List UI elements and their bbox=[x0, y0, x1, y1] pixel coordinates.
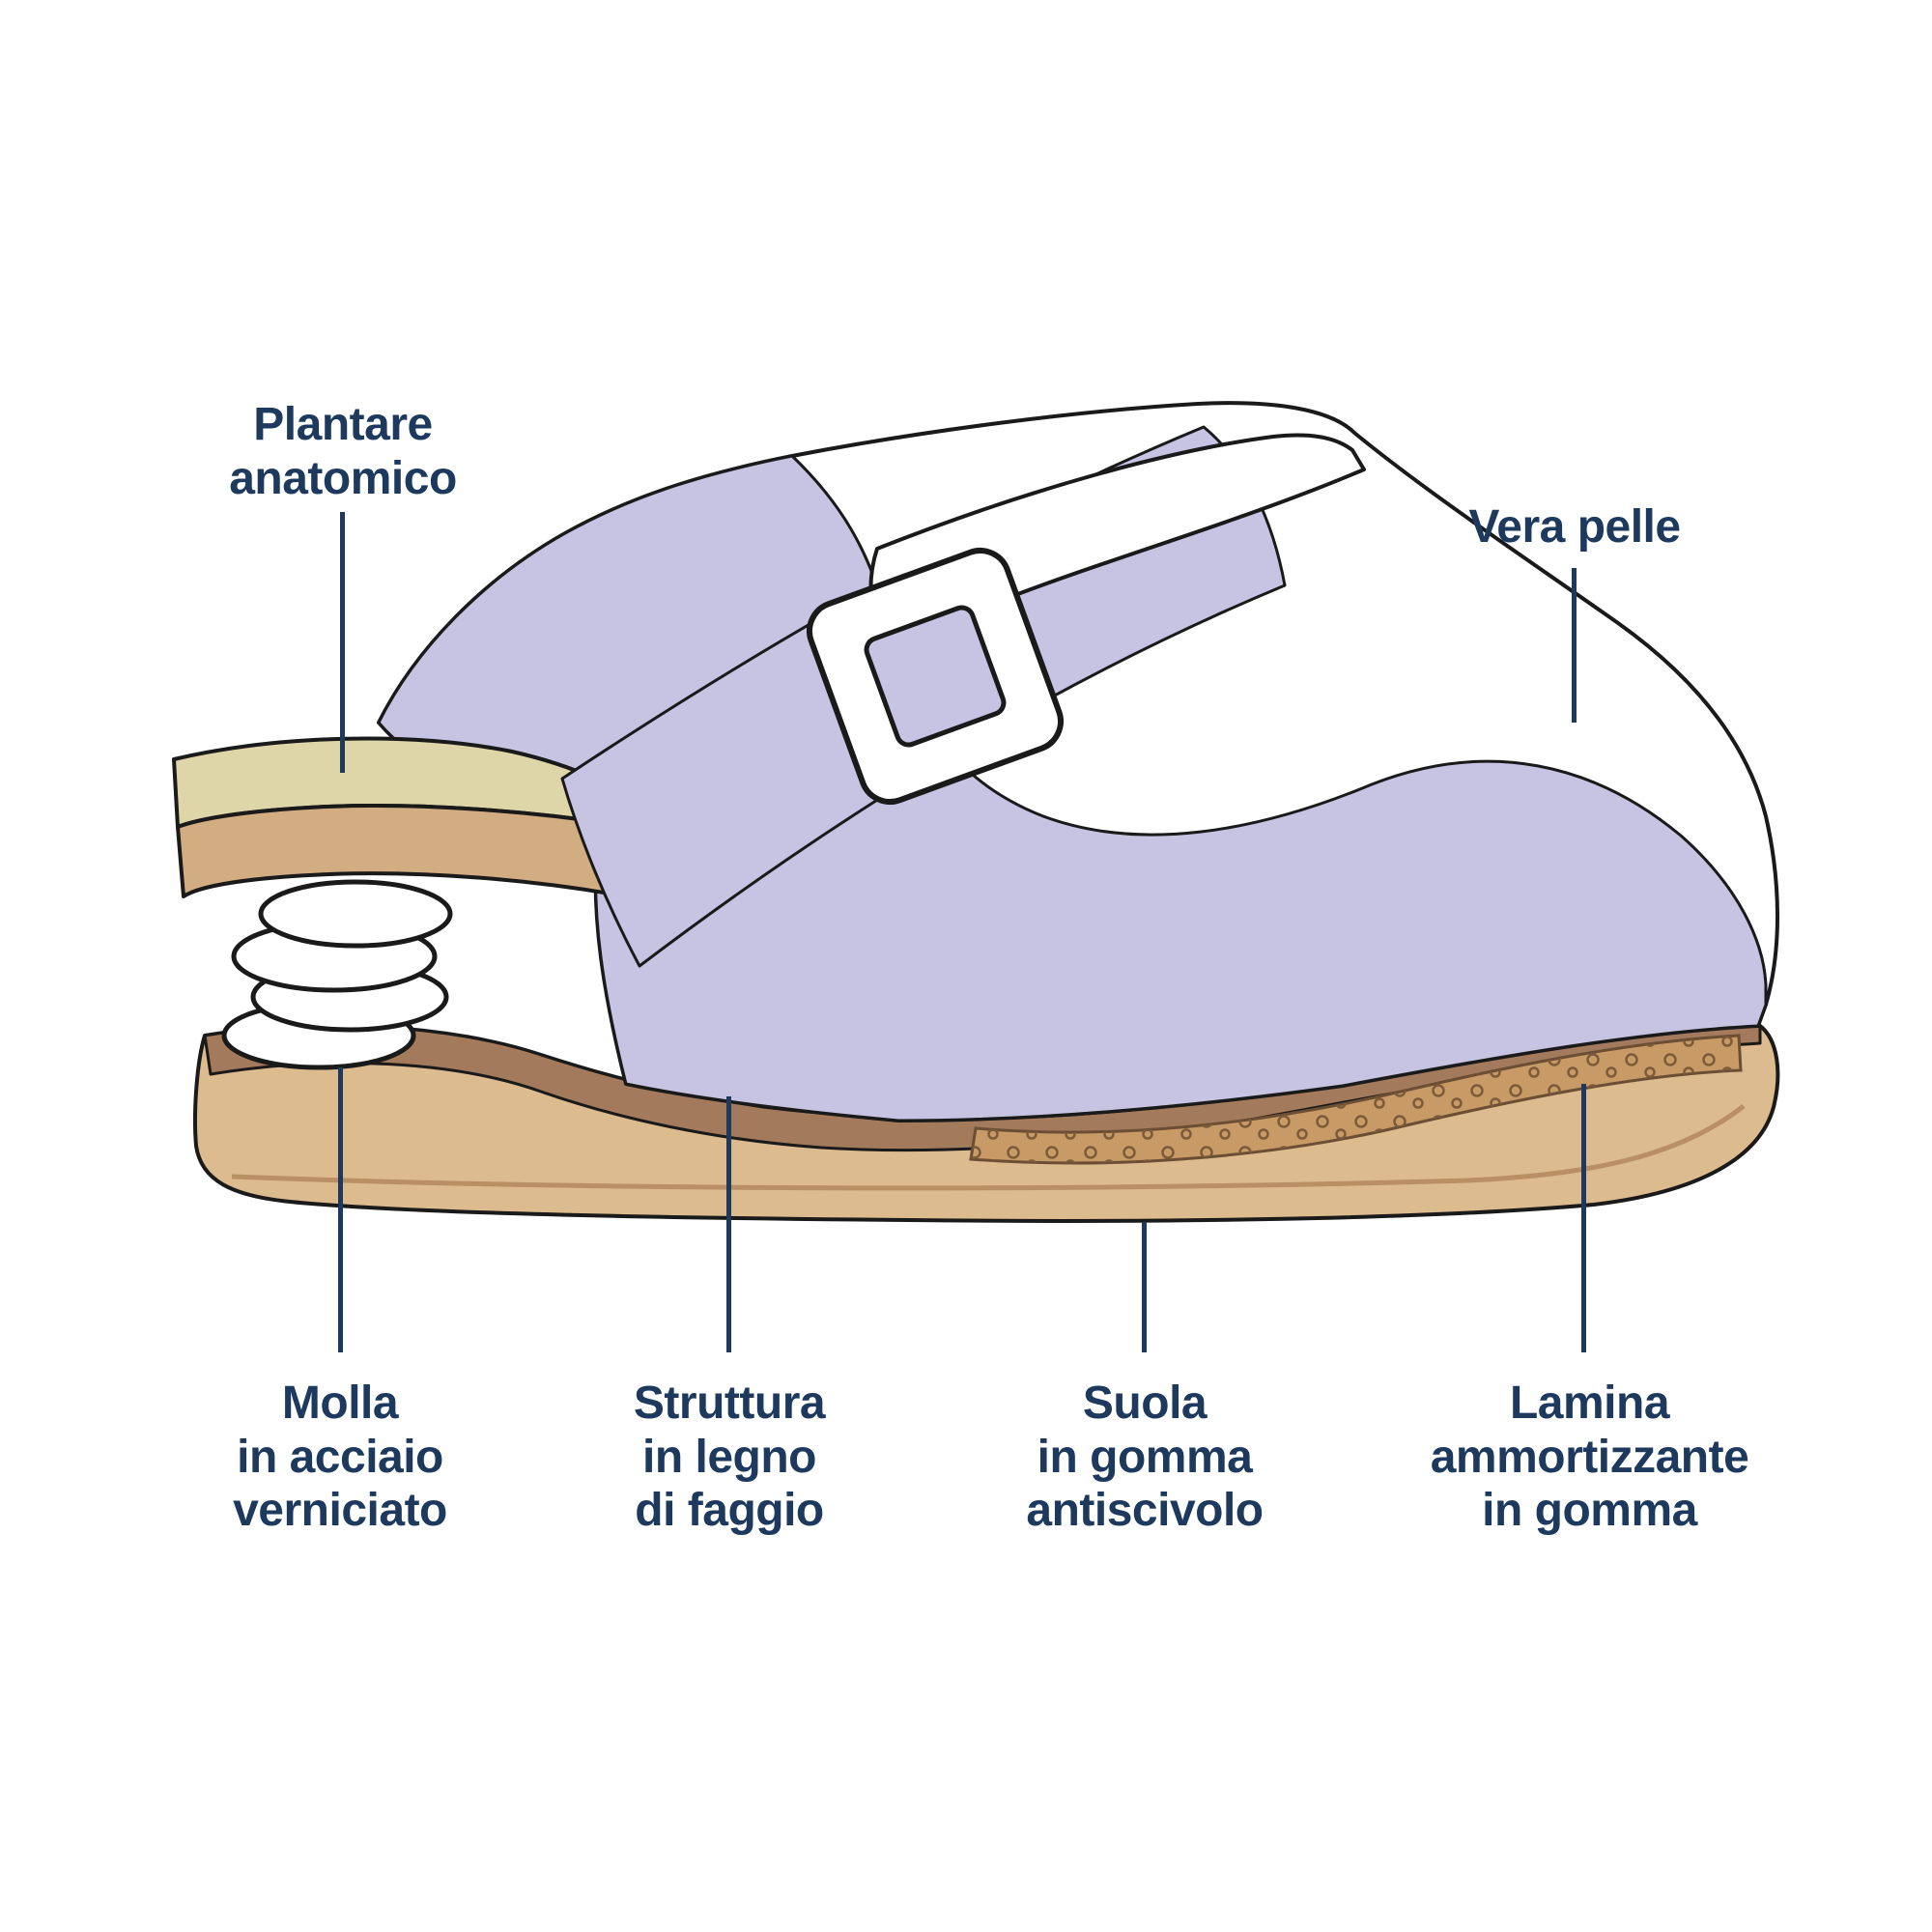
label-plantare-anatomico: Plantare anatomico bbox=[229, 399, 457, 504]
leader-line-vera-pelle bbox=[1572, 568, 1577, 723]
leader-line-molla bbox=[338, 1067, 343, 1352]
steel-spring bbox=[221, 879, 453, 1070]
buckle-window bbox=[864, 605, 1007, 748]
sole-bottom-seam bbox=[231, 1104, 1746, 1191]
leader-line-struttura bbox=[726, 1096, 731, 1352]
strap-buckle bbox=[807, 548, 1064, 805]
label-struttura-legno: Struttura in legno di faggio bbox=[633, 1378, 826, 1537]
label-lamina-ammortizzante: Lamina ammortizzante in gomma bbox=[1430, 1378, 1749, 1537]
upper-vamp-lavender bbox=[377, 454, 1768, 1122]
label-molla-acciaio: Molla in acciaio verniciato bbox=[233, 1378, 447, 1537]
spring-coil-loop bbox=[258, 879, 453, 949]
leader-line-suola bbox=[1142, 1222, 1147, 1352]
leader-line-lamina bbox=[1581, 1084, 1586, 1352]
label-vera-pelle: Vera pelle bbox=[1468, 501, 1681, 553]
sole-shock-insert-dots bbox=[971, 1036, 1741, 1163]
leader-line-plantare bbox=[340, 512, 345, 773]
label-suola-gomma: Suola in gomma antiscivolo bbox=[1026, 1378, 1264, 1537]
